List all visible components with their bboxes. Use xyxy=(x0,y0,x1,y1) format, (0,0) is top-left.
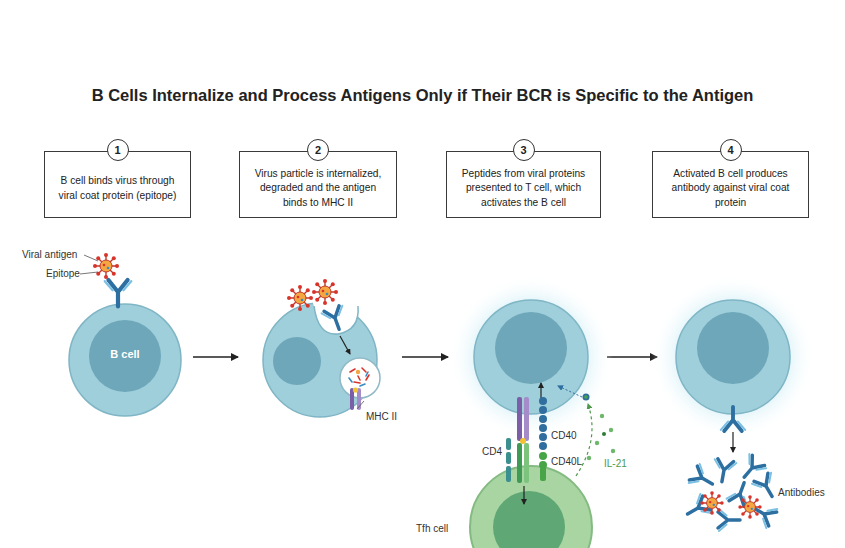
cell-membrane xyxy=(69,304,181,416)
part-label: CD40L xyxy=(551,456,582,467)
activated-b-cell xyxy=(474,300,588,414)
part-label: CD40 xyxy=(551,430,577,441)
b-cell: B cell xyxy=(68,303,182,417)
callout-number: 2 xyxy=(307,139,329,161)
cell-label: Tfh cell xyxy=(416,523,448,534)
bcr-binding xyxy=(80,253,131,306)
stage-arrow xyxy=(402,356,448,358)
t-cell: Tfh cell xyxy=(469,465,593,548)
callout-number: 3 xyxy=(513,139,535,161)
part-label: Antibodies xyxy=(778,487,825,498)
step-box: 3Peptides from viral proteins presented … xyxy=(446,151,601,218)
step-description: Virus particle is internalized, degraded… xyxy=(240,159,396,210)
part-label: IL-21 xyxy=(604,458,627,469)
part-label: Viral antigen xyxy=(22,249,77,260)
stage-arrow xyxy=(607,356,657,358)
plasma-b-cell xyxy=(676,300,790,414)
step-box: 4Activated B cell produces antibody agai… xyxy=(652,151,809,218)
cell-outline xyxy=(469,465,593,548)
cell-membrane xyxy=(470,466,592,548)
part-label: CD4 xyxy=(482,446,502,457)
step-box: 1B cell binds virus through viral coat p… xyxy=(44,151,191,218)
internalization xyxy=(287,279,364,409)
stage-arrow xyxy=(193,356,238,358)
callout-number: 4 xyxy=(720,139,742,161)
antibody-release xyxy=(682,407,781,531)
diagram-title: B Cells Internalize and Process Antigens… xyxy=(0,86,845,105)
callout-number: 1 xyxy=(107,139,129,161)
cell-label: B cell xyxy=(68,348,182,360)
internalizing-b-cell xyxy=(263,298,380,417)
part-label: MHC II xyxy=(366,411,397,422)
step-description: Peptides from viral proteins presented t… xyxy=(447,159,600,210)
step-description: Activated B cell produces antibody again… xyxy=(653,159,808,210)
step-description: B cell binds virus through viral coat pr… xyxy=(45,166,190,203)
cell-outline xyxy=(68,303,182,417)
part-label: Epitope xyxy=(46,268,80,279)
step-box: 2Virus particle is internalized, degrade… xyxy=(239,151,397,218)
